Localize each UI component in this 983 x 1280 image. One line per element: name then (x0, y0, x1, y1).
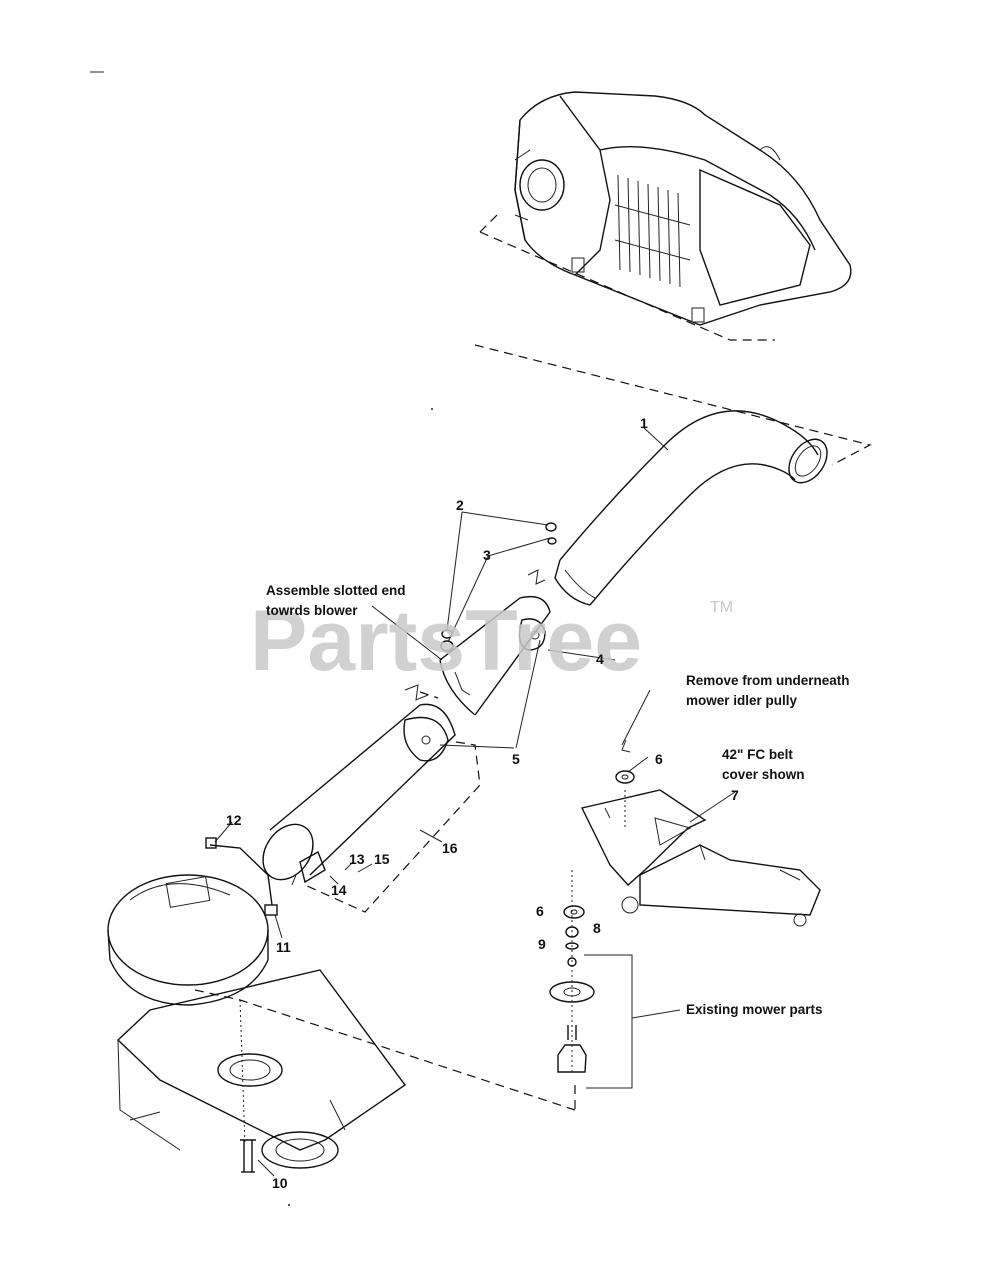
dash-a (419, 691, 439, 699)
watermark-trademark: TM (710, 599, 733, 616)
watermark-text: PartsTree (250, 593, 642, 689)
callout-13: 13 (349, 851, 365, 867)
mower-frame (621, 844, 821, 927)
belt-cover (580, 789, 707, 886)
callout-12: 12 (226, 812, 242, 828)
note-slotted-end-line2: towrds blower (266, 603, 358, 618)
leader-housing-to-chute (474, 344, 872, 466)
callout-14: 14 (331, 882, 347, 898)
callout-6-bottom: 6 (536, 903, 544, 919)
callout-2: 2 (456, 497, 464, 513)
callout-11: 11 (276, 939, 291, 955)
callout-8: 8 (593, 920, 601, 936)
note-existing-mower-parts: Existing mower parts (686, 1002, 823, 1017)
upper-chute-tube (554, 410, 828, 606)
note-belt-cover-line1: 42" FC belt (722, 747, 793, 762)
middle-chute-tube (439, 569, 551, 716)
idler-hardware (549, 739, 635, 1075)
note-slotted-end-line1: Assemble slotted end (266, 583, 406, 598)
note-belt-cover-line2: cover shown (722, 767, 805, 782)
mower-deck (116, 969, 406, 1173)
callout-1: 1 (640, 415, 648, 431)
callout-16: 16 (442, 840, 458, 856)
lower-chute-tube (262, 684, 456, 886)
speck (431, 408, 433, 410)
callout-15: 15 (374, 851, 390, 867)
callout-5: 5 (512, 751, 520, 767)
callout-10: 10 (272, 1175, 288, 1191)
blower-fan-assembly (107, 837, 278, 1006)
callout-3: 3 (483, 547, 491, 563)
callout-7: 7 (731, 787, 739, 803)
blower-housing (514, 91, 852, 326)
callout-9: 9 (538, 936, 546, 952)
dash-c (194, 989, 576, 1111)
speck (288, 1204, 290, 1206)
housing-base-outline (479, 211, 775, 341)
callout-leaders (214, 427, 736, 1177)
note-remove-line2: mower idler pully (686, 693, 798, 708)
existing-parts-bracket (584, 954, 681, 1089)
callout-4: 4 (596, 651, 604, 667)
note-remove-line1: Remove from underneath (686, 673, 850, 688)
callout-6-top: 6 (655, 751, 663, 767)
